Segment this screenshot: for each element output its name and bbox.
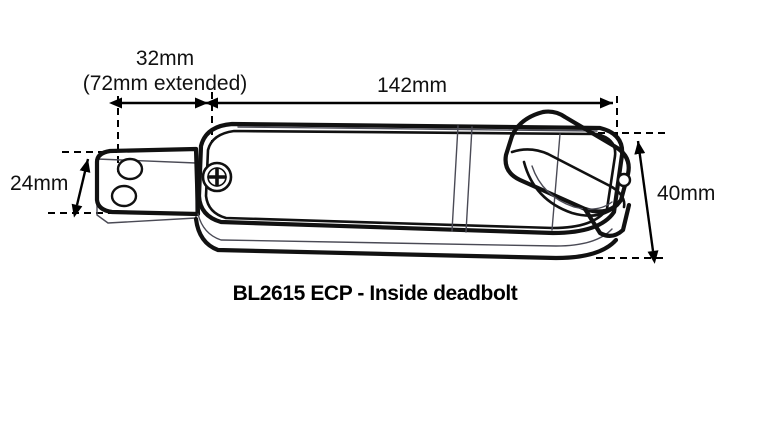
thumbturn-knob xyxy=(503,109,632,238)
dimension-label-24mm: 24mm xyxy=(10,172,68,195)
bolt-hole-lower-icon xyxy=(110,184,138,208)
thumbturn-knob-skirt xyxy=(582,202,632,238)
lock-body-bottom-edge xyxy=(193,216,619,261)
dimension-bolt-height: 24mm xyxy=(10,158,91,218)
thumbturn-grip-cutout xyxy=(522,160,620,217)
thumbturn-pivot-dot-icon xyxy=(616,172,632,188)
phillips-screw-inner-ring xyxy=(207,167,227,187)
dimension-label-142mm: 142mm xyxy=(377,74,447,97)
dimension-arrow-40mm xyxy=(634,140,659,264)
lock-body-seam-left xyxy=(451,125,459,232)
deadbolt-plate xyxy=(94,146,201,224)
thumbturn-knob-rim xyxy=(510,148,626,209)
deadbolt-plate-face xyxy=(94,146,201,217)
drawing-caption: BL2615 ECP - Inside deadbolt xyxy=(233,282,518,305)
dimension-note-72mm-extended: (72mm extended) xyxy=(83,72,248,95)
dimension-arrow-24mm xyxy=(71,158,91,218)
lock-body-bottom-inner-edge xyxy=(197,213,613,247)
lock-body-top-crest xyxy=(237,126,598,132)
dimension-body-length: 142mm xyxy=(205,74,613,109)
dimension-body-height: 40mm xyxy=(634,140,715,264)
phillips-screw-cross-icon xyxy=(207,167,227,187)
lock-body-front-face xyxy=(196,121,625,236)
lock-body xyxy=(193,121,625,261)
bolt-hole-upper-icon xyxy=(116,157,144,181)
thumbturn-knob-body xyxy=(503,109,631,214)
dimension-bolt-length: 32mm (72mm extended) xyxy=(83,47,248,109)
lock-body-seam-right xyxy=(465,126,473,233)
dimension-label-32mm: 32mm xyxy=(136,47,194,70)
lock-body-panel-line xyxy=(551,133,561,231)
thumbturn-grip-inner-line xyxy=(531,165,613,210)
dimension-label-40mm: 40mm xyxy=(657,182,715,205)
